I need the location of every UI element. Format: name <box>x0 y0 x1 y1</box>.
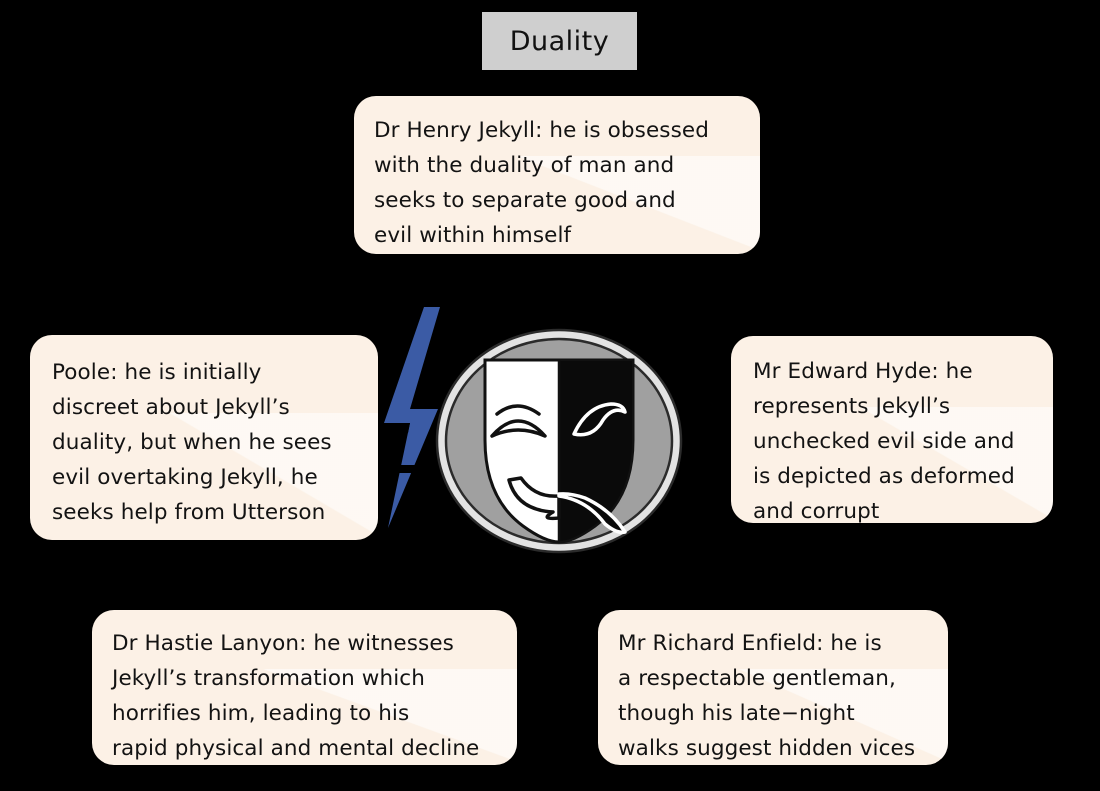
page-title-label: Duality <box>509 25 610 57</box>
note-card-dr-hastie-lanyon[interactable]: Dr Hastie Lanyon: he witnesses Jekyll’s … <box>92 610 517 765</box>
theatre-masks-icon <box>435 328 683 554</box>
mask-shape <box>483 358 635 544</box>
note-card-text: Mr Edward Hyde: he represents Jekyll’s u… <box>753 359 1015 523</box>
note-card-dr-henry-jekyll[interactable]: Dr Henry Jekyll: he is obsessed with the… <box>354 96 760 254</box>
note-card-text: Mr Richard Enfield: he is a respectable … <box>618 631 916 761</box>
note-card-mr-richard-enfield[interactable]: Mr Richard Enfield: he is a respectable … <box>598 610 948 765</box>
note-card-text: Dr Henry Jekyll: he is obsessed with the… <box>374 118 709 248</box>
lightning-bolt-icon <box>382 307 440 528</box>
note-card-mr-edward-hyde[interactable]: Mr Edward Hyde: he represents Jekyll’s u… <box>731 336 1053 523</box>
note-card-text: Poole: he is initially discreet about Je… <box>52 360 332 525</box>
page-title: Duality <box>482 12 637 70</box>
note-card-text: Dr Hastie Lanyon: he witnesses Jekyll’s … <box>112 631 480 761</box>
note-card-poole[interactable]: Poole: he is initially discreet about Je… <box>30 335 378 540</box>
